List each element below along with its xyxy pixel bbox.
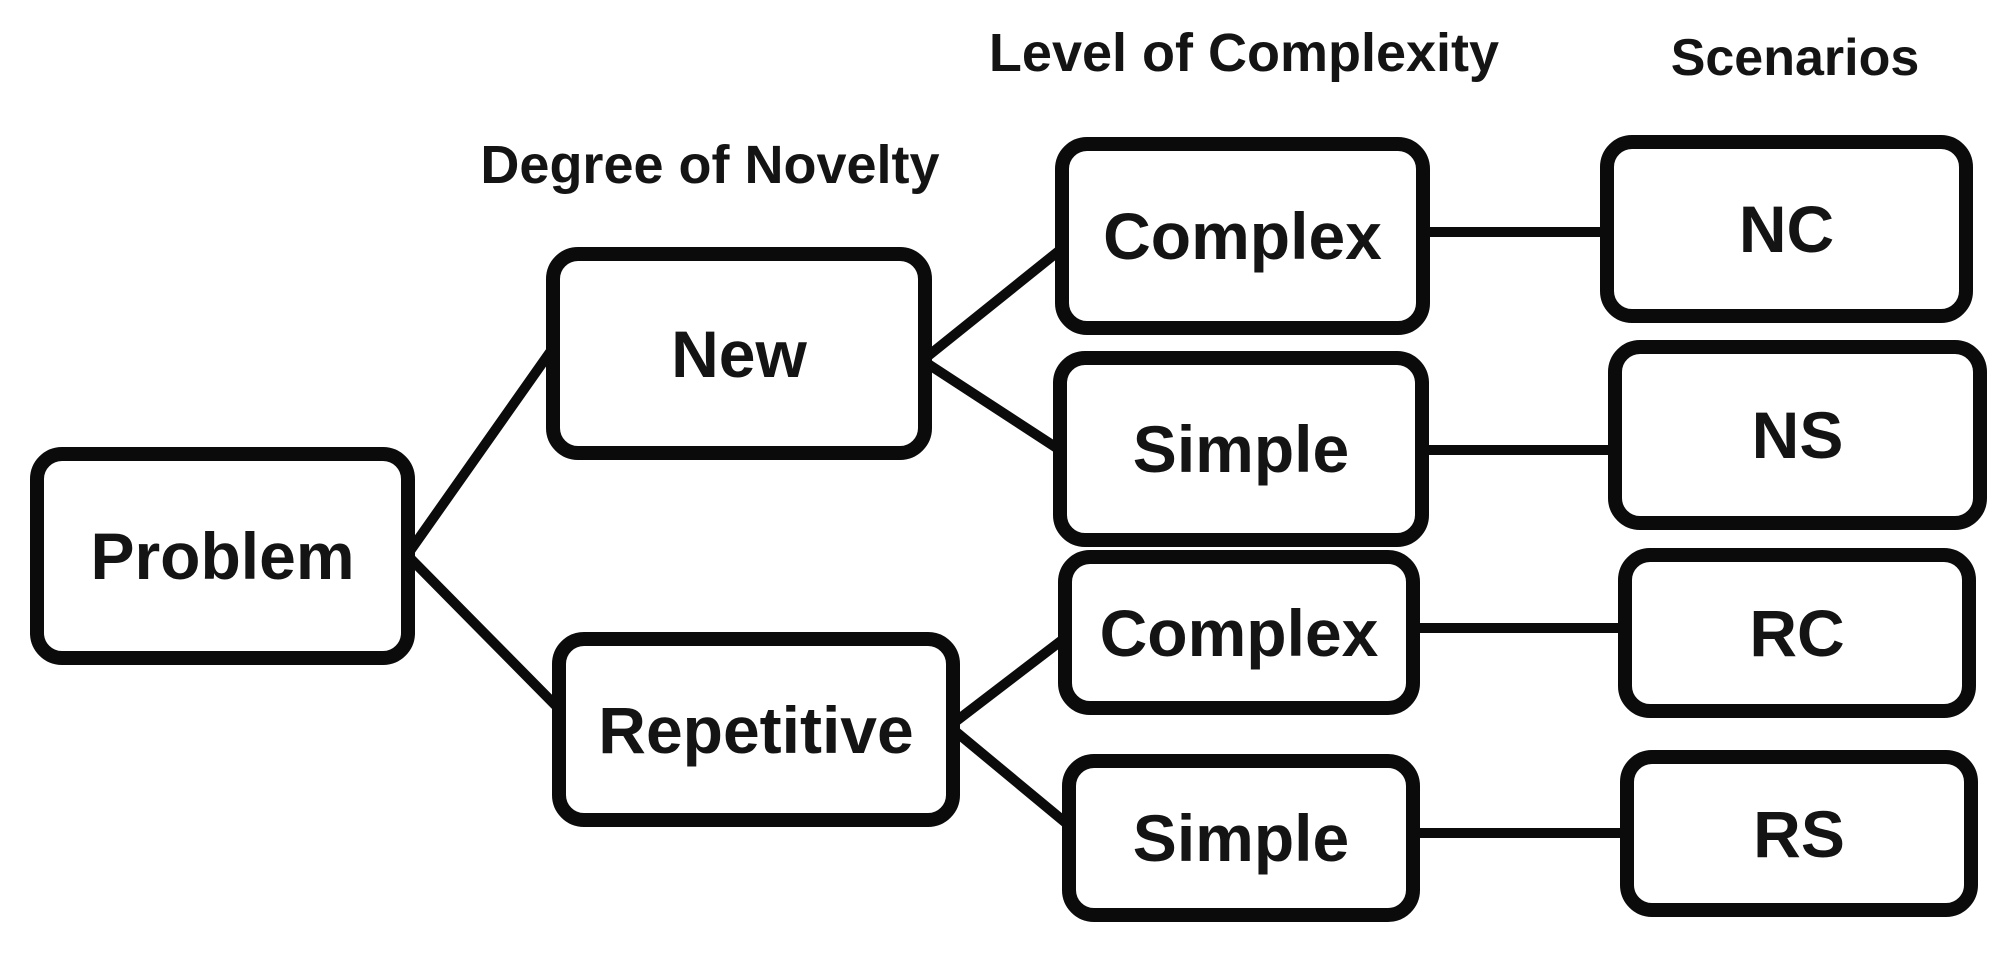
node-new-simple: Simple	[1053, 351, 1429, 547]
column-header-degree-of-novelty: Degree of Novelty	[480, 135, 940, 195]
node-new: New	[546, 247, 932, 460]
node-repetitive-complex: Complex	[1058, 550, 1420, 715]
connector-problem-new	[405, 333, 565, 556]
connector-new-complex	[923, 241, 1070, 361]
node-scenario-rs: RS	[1620, 750, 1978, 917]
connector-problem-repetitive	[405, 553, 570, 720]
column-header-level-of-complexity: Level of Complexity	[988, 23, 1500, 83]
connector-repetitive-complex	[950, 629, 1075, 727]
node-scenario-rc: RC	[1618, 548, 1976, 718]
connector-new-simple	[923, 359, 1068, 457]
connector-repetitive-simple	[950, 726, 1077, 833]
node-repetitive: Repetitive	[552, 632, 960, 827]
node-repetitive-simple: Simple	[1062, 754, 1420, 922]
node-scenario-nc: NC	[1600, 135, 1973, 323]
node-scenario-ns: NS	[1608, 340, 1987, 530]
column-header-scenarios: Scenarios	[1670, 29, 1920, 87]
node-new-complex: Complex	[1055, 137, 1430, 335]
node-problem: Problem	[30, 447, 415, 665]
